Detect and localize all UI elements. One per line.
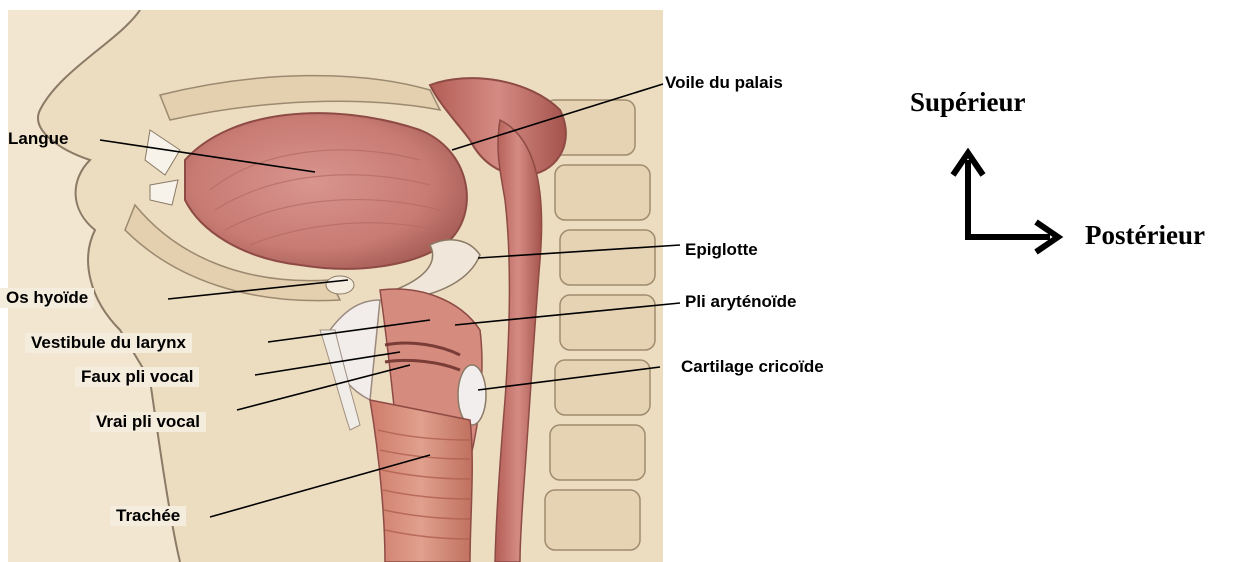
label-trachee: Trachée (110, 506, 186, 526)
label-faux-pli-vocal: Faux pli vocal (75, 367, 199, 387)
orientation-superior: Supérieur (910, 87, 1026, 118)
label-vrai-pli-vocal: Vrai pli vocal (90, 412, 206, 432)
label-vestibule-du-larynx: Vestibule du larynx (25, 333, 192, 353)
label-langue: Langue (8, 129, 68, 149)
orientation-arrows (953, 153, 1058, 252)
label-cartilage-cricoide: Cartilage cricoïde (681, 357, 824, 377)
anatomy-illustration (8, 10, 663, 562)
label-os-hyoide: Os hyoïde (0, 288, 94, 308)
label-voile-du-palais: Voile du palais (665, 73, 783, 93)
orientation-posterior: Postérieur (1085, 220, 1205, 251)
label-epiglotte: Epiglotte (685, 240, 758, 260)
label-pli-arytenoide: Pli aryténoïde (685, 292, 796, 312)
